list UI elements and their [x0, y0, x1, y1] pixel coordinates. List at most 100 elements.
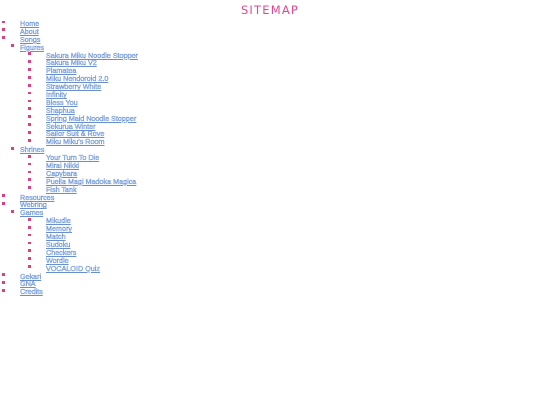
nav-link-figures[interactable]: Figures: [20, 42, 44, 52]
list-item: Strawberry White: [28, 81, 138, 92]
list-item: Your Turn To Die: [28, 152, 138, 163]
list-bullet: [28, 91, 31, 95]
sublist-link[interactable]: Plamatea: [46, 66, 77, 76]
list-bullet: [28, 162, 31, 166]
list-item: Sakura Miku Noodle Stopper: [28, 50, 138, 60]
list-item: Sudoku: [28, 239, 138, 249]
nav-item-gna: GNA: [2, 278, 138, 289]
sublist-link[interactable]: Checkers: [46, 247, 77, 257]
list-item: Plamatea: [28, 65, 138, 76]
sublist-link[interactable]: Miku Nendoroid 2.0: [46, 74, 109, 84]
sublist-link[interactable]: Spring Maid Noodle Stopper: [46, 113, 137, 123]
list-item: Mikudle: [28, 215, 138, 226]
list-item: Miku Nendoroid 2.0: [28, 73, 138, 84]
list-item: Memory: [28, 223, 138, 234]
sublist-link[interactable]: VOCALOID Quiz: [46, 263, 100, 273]
sublist-link[interactable]: Sudoku: [46, 239, 71, 249]
list-bullet: [2, 280, 5, 284]
nav-link-gna[interactable]: GNA: [20, 279, 36, 289]
sublist-link[interactable]: Wordle: [46, 255, 69, 265]
nav-item-webring: Webring: [2, 199, 138, 210]
sublist-link[interactable]: Strawberry White: [46, 82, 102, 92]
sublist-link[interactable]: Shaphua: [46, 105, 75, 115]
page-title: SITEMAP: [240, 3, 300, 17]
sublist-link[interactable]: Miku Miku's Room: [46, 137, 105, 147]
list-bullet: [28, 83, 31, 87]
sublist-link[interactable]: Mirai Nikki: [46, 161, 80, 171]
list-bullet: [28, 138, 31, 142]
sublist-link[interactable]: Bless You: [46, 97, 78, 107]
nav-item-games: Games Mikudle Memory Match Sudoku Checke…: [11, 207, 138, 273]
nav-item-home: Home: [2, 18, 138, 28]
sublist-link[interactable]: Fish Tank: [46, 184, 77, 194]
list-bullet: [2, 36, 5, 40]
list-item: Sailor Suit & Rove: [28, 128, 138, 139]
list-bullet: [28, 123, 31, 126]
nav-item-about: About: [2, 26, 138, 36]
list-item: Capybara: [28, 168, 138, 178]
list-bullet: [28, 217, 31, 221]
nav-link-shrines[interactable]: Shrines: [20, 145, 45, 155]
list-item: Fish Tank: [28, 184, 138, 194]
list-bullet: [11, 209, 14, 213]
sublist-link[interactable]: Puella Magi Madoka Magica: [46, 176, 137, 186]
list-bullet: [28, 131, 31, 134]
sublist-link[interactable]: Sakura Miku Noodle Stopper: [46, 50, 138, 60]
list-item: Miku Miku's Room: [28, 136, 138, 147]
sublist-link[interactable]: Infinity: [46, 90, 67, 100]
list-item: Shaphua: [28, 105, 138, 115]
nav-item-resources: Resources: [2, 192, 138, 202]
list-item: VOCALOID Quiz: [28, 263, 138, 273]
list-item: Infinity: [28, 89, 138, 100]
list-item: Puella Magi Madoka Magica: [28, 176, 138, 186]
list-bullet: [28, 154, 31, 158]
list-bullet: [28, 265, 31, 268]
sublist-link[interactable]: Sailor Suit & Rove: [46, 129, 105, 139]
list-bullet: [11, 44, 14, 48]
list-item: Spring Maid Noodle Stopper: [28, 113, 138, 123]
sublist-link[interactable]: Match: [46, 232, 66, 242]
list-bullet: [28, 107, 31, 111]
nav-item-songs: Songs: [2, 34, 138, 44]
list-bullet: [2, 273, 5, 276]
list-item: Mirai Nikki: [28, 160, 138, 171]
shrines-sublist: Your Turn To Die Mirai Nikki Capybara Pu…: [20, 152, 138, 194]
list-item: Checkers: [28, 247, 138, 257]
sublist-link[interactable]: Mikudle: [46, 216, 71, 226]
nav-link-gekari[interactable]: Gekari: [20, 271, 42, 281]
list-bullet: [28, 115, 31, 119]
nav-link-games[interactable]: Games: [20, 208, 44, 218]
list-bullet: [28, 178, 31, 182]
nav-link-credits[interactable]: Credits: [20, 287, 43, 297]
list-item: Sekurua Winter: [28, 121, 138, 131]
list-bullet: [2, 20, 5, 24]
list-bullet: [2, 202, 5, 205]
list-bullet: [28, 99, 31, 103]
list-item: Match: [28, 231, 138, 242]
list-bullet: [11, 146, 14, 150]
list-bullet: [28, 67, 31, 71]
sitemap-list: Home About Songs Figures Sakura Miku Noo…: [2, 18, 138, 297]
list-bullet: [28, 52, 31, 55]
nav-link-webring[interactable]: Webring: [20, 200, 47, 210]
nav-link-songs[interactable]: Songs: [20, 34, 41, 44]
list-item: Sakura Miku V2: [28, 57, 138, 68]
list-item: Bless You: [28, 97, 138, 107]
sublist-link[interactable]: Memory: [46, 224, 72, 234]
list-bullet: [28, 186, 31, 190]
list-bullet: [28, 233, 31, 237]
list-bullet: [2, 194, 5, 197]
nav-link-resources[interactable]: Resources: [20, 192, 55, 202]
nav-link-home[interactable]: Home: [20, 19, 40, 28]
list-bullet: [28, 170, 31, 174]
sublist-link[interactable]: Capybara: [46, 168, 78, 178]
nav-item-shrines: Shrines Your Turn To Die Mirai Nikki Cap…: [11, 144, 138, 194]
sublist-link[interactable]: Sekurua Winter: [46, 121, 96, 131]
list-bullet: [2, 288, 5, 292]
nav-link-about[interactable]: About: [20, 26, 39, 36]
list-bullet: [28, 257, 31, 261]
sublist-link[interactable]: Sakura Miku V2: [46, 58, 97, 68]
nav-item-figures: Figures Sakura Miku Noodle Stopper Sakur…: [11, 42, 138, 147]
sublist-link[interactable]: Your Turn To Die: [46, 153, 100, 163]
nav-item-credits: Credits: [2, 286, 138, 297]
